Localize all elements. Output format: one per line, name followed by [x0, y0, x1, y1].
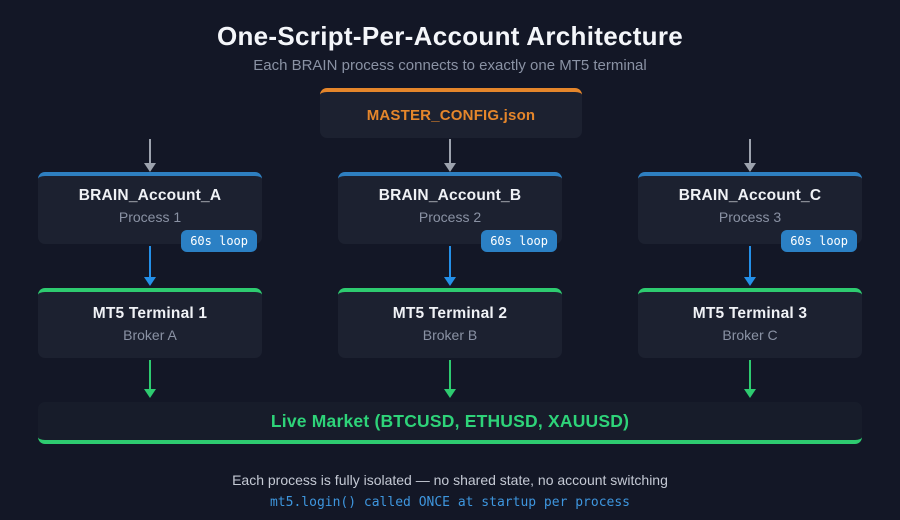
- brain-node-b: BRAIN_Account_B Process 2 60s loop: [338, 172, 562, 252]
- brain-node-a: BRAIN_Account_A Process 1 60s loop: [38, 172, 262, 252]
- brain-to-terminal-b-arrow: [449, 246, 451, 277]
- brain-node-a-subtitle: Process 1: [118, 209, 182, 225]
- login-code-note: mt5.login() called ONCE at startup per p…: [269, 495, 631, 510]
- isolation-note: Each process is fully isolated — no shar…: [232, 472, 668, 488]
- terminal-node-1: MT5 Terminal 1 Broker A: [38, 288, 262, 358]
- master-config-label: MASTER_CONFIG.json: [366, 106, 536, 124]
- terminal-node-3-title: MT5 Terminal 3: [692, 305, 808, 322]
- terminal-node-1-title: MT5 Terminal 1: [92, 305, 208, 322]
- terminal-to-market-3-arrow: [749, 360, 751, 389]
- terminal-to-market-2-arrow: [449, 360, 451, 389]
- brain-node-c-title: BRAIN_Account_C: [678, 187, 822, 204]
- brain-node-b-subtitle: Process 2: [418, 209, 482, 225]
- brain-to-terminal-c-arrow: [749, 246, 751, 277]
- brain-node-c: BRAIN_Account_C Process 3 60s loop: [638, 172, 862, 252]
- page-subtitle: Each BRAIN process connects to exactly o…: [253, 57, 647, 74]
- terminal-node-3: MT5 Terminal 3 Broker C: [638, 288, 862, 358]
- terminal-node-2-title: MT5 Terminal 2: [392, 305, 508, 322]
- live-market-node: Live Market (BTCUSD, ETHUSD, XAUUSD): [38, 402, 862, 444]
- loop-badge-a: 60s loop: [181, 229, 257, 252]
- terminal-node-2-subtitle: Broker B: [422, 327, 478, 343]
- config-to-brain-c-arrow: [749, 139, 751, 163]
- terminal-node-2: MT5 Terminal 2 Broker B: [338, 288, 562, 358]
- config-to-brain-b-arrow: [449, 139, 451, 163]
- loop-badge-c: 60s loop: [781, 229, 857, 252]
- loop-badge-b: 60s loop: [481, 229, 557, 252]
- brain-node-c-subtitle: Process 3: [718, 209, 782, 225]
- brain-node-a-title: BRAIN_Account_A: [78, 187, 222, 204]
- page-title: One-Script-Per-Account Architecture: [216, 21, 684, 51]
- terminal-node-3-subtitle: Broker C: [722, 327, 778, 343]
- terminal-to-market-1-arrow: [149, 360, 151, 389]
- master-config-node: MASTER_CONFIG.json: [320, 88, 582, 138]
- live-market-label: Live Market (BTCUSD, ETHUSD, XAUUSD): [270, 410, 630, 431]
- config-to-brain-a-arrow: [149, 139, 151, 163]
- terminal-node-1-subtitle: Broker A: [123, 327, 177, 343]
- brain-to-terminal-a-arrow: [149, 246, 151, 277]
- brain-node-b-title: BRAIN_Account_B: [378, 187, 522, 204]
